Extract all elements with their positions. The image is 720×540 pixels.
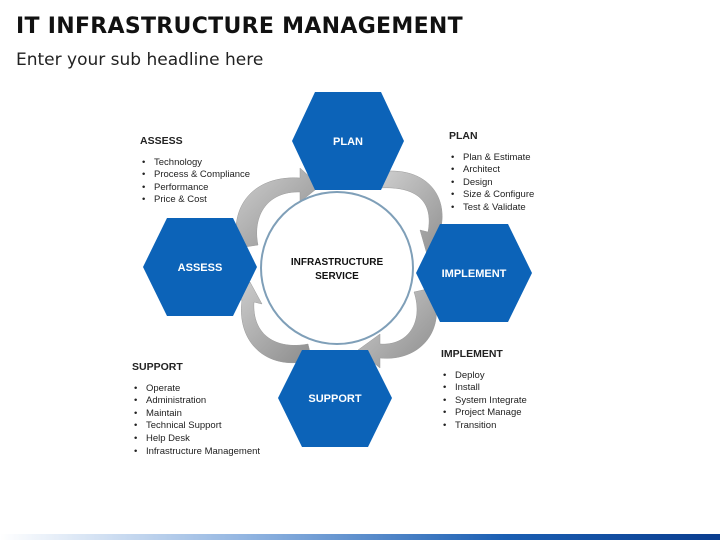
- hexagon-plan: PLAN: [292, 92, 404, 190]
- implement-block: IMPLEMENT Deploy Install System Integrat…: [441, 348, 527, 433]
- center-label-line2: SERVICE: [315, 271, 359, 282]
- footer-gradient-bar: [0, 534, 720, 540]
- page-subtitle: Enter your sub headline here: [16, 50, 264, 70]
- center-label-line1: INFRASTRUCTURE: [291, 257, 384, 268]
- implement-list: Deploy Install System Integrate Project …: [441, 370, 527, 433]
- list-item: Maintain: [132, 408, 260, 421]
- cycle-arrows: [231, 167, 451, 369]
- support-list: Operate Administration Maintain Technica…: [132, 383, 260, 459]
- hexagon-support: SUPPORT: [278, 350, 392, 447]
- list-item: Help Desk: [132, 433, 260, 446]
- list-item: Technology: [140, 157, 250, 170]
- list-item: Architect: [449, 164, 534, 177]
- center-circle: INFRASTRUCTURE SERVICE: [260, 191, 414, 345]
- implement-block-heading: IMPLEMENT: [441, 348, 503, 360]
- hexagon-assess: ASSESS: [143, 218, 257, 316]
- list-item: System Integrate: [441, 395, 527, 408]
- plan-list: Plan & Estimate Architect Design Size & …: [449, 152, 534, 215]
- page-title: IT INFRASTRUCTURE MANAGEMENT: [16, 14, 463, 39]
- list-item: Size & Configure: [449, 189, 534, 202]
- assess-block-heading: ASSESS: [140, 135, 183, 147]
- list-item: Operate: [132, 383, 260, 396]
- list-item: Technical Support: [132, 420, 260, 433]
- list-item: Performance: [140, 182, 250, 195]
- list-item: Transition: [441, 420, 527, 433]
- plan-block-heading: PLAN: [449, 130, 478, 142]
- list-item: Test & Validate: [449, 202, 534, 215]
- support-block-heading: SUPPORT: [132, 361, 183, 373]
- list-item: Administration: [132, 395, 260, 408]
- list-item: Infrastructure Management: [132, 446, 260, 459]
- list-item: Design: [449, 177, 534, 190]
- support-block: SUPPORT Operate Administration Maintain …: [132, 361, 260, 458]
- hexagon-implement-label: IMPLEMENT: [442, 268, 507, 280]
- hexagon-support-label: SUPPORT: [308, 393, 361, 405]
- assess-list: Technology Process & Compliance Performa…: [140, 157, 250, 207]
- list-item: Project Manage: [441, 407, 527, 420]
- assess-block: ASSESS Technology Process & Compliance P…: [140, 135, 250, 207]
- list-item: Install: [441, 382, 527, 395]
- hexagon-assess-label: ASSESS: [178, 262, 223, 274]
- list-item: Plan & Estimate: [449, 152, 534, 165]
- plan-block: PLAN Plan & Estimate Architect Design Si…: [449, 130, 534, 215]
- list-item: Price & Cost: [140, 194, 250, 207]
- hexagon-plan-label: PLAN: [333, 136, 363, 148]
- list-item: Deploy: [441, 370, 527, 383]
- hexagon-implement: IMPLEMENT: [416, 224, 532, 322]
- list-item: Process & Compliance: [140, 169, 250, 182]
